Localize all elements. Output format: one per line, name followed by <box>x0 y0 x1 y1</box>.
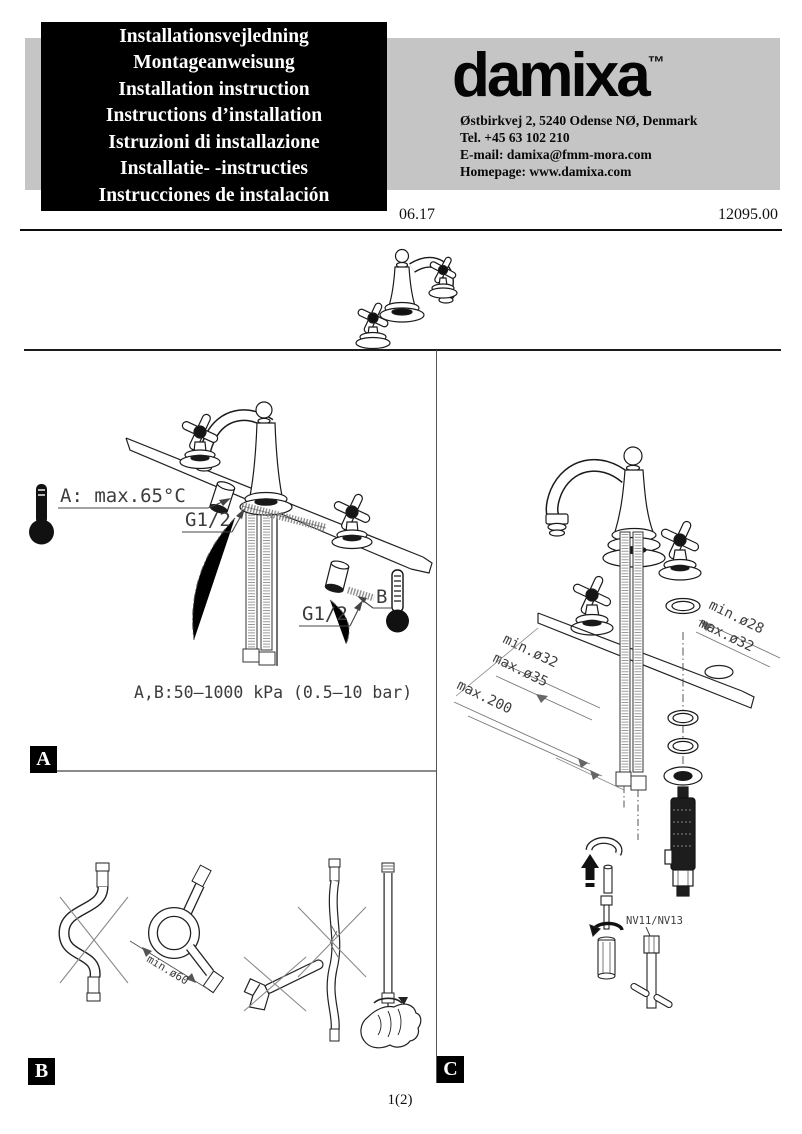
braided-hoses <box>615 531 647 840</box>
document-number: 12095.00 <box>718 206 778 223</box>
brand: damixa™ <box>452 40 665 111</box>
dimension-annotations: min.ø28 max.ø32 min.ø32 max.ø35 max.200 <box>453 597 781 791</box>
title-line-it: Istruzioni di installazione <box>108 131 320 153</box>
bracket-and-tools: NV11/NV13 <box>581 836 683 1009</box>
address-line: Homepage: www.damixa.com <box>460 164 632 179</box>
product-faucet-drawing <box>355 248 458 350</box>
title-line-fr: Instructions d’installation <box>105 105 323 127</box>
section-c-drawing: NV11/NV13 min.ø28 max.ø32 min.ø32 max.ø3… <box>453 446 781 1009</box>
hot-thermometer-icon <box>29 484 54 545</box>
hot-temp-label: A: max.65°C <box>60 485 186 507</box>
address-line: E-mail: damixa@fmm-mora.com <box>460 147 652 162</box>
spout-exploded <box>545 446 666 594</box>
g12-hot-label: G1/2 <box>185 509 231 531</box>
title-line-de: Montageanweisung <box>133 52 295 74</box>
pressure-range-label: A,B:50–1000 kPa (0.5–10 bar) <box>134 683 412 702</box>
section-a-labels: A: max.65°C G1/2 G1/2 B A,B:50–1000 kPa … <box>58 485 412 702</box>
header-rule <box>20 229 782 232</box>
cold-thermometer-icon <box>386 569 409 633</box>
insert-direction-arrow-icon <box>581 854 599 880</box>
wrench-size-label: NV11/NV13 <box>626 915 683 927</box>
stud-screw <box>589 895 624 980</box>
cold-point-label: B <box>376 586 387 608</box>
cold-handle <box>324 493 376 602</box>
address-line: Tel. +45 63 102 210 <box>460 130 570 145</box>
title-line-nl: Installatie- -instructies <box>120 158 308 180</box>
section-b-badge: B <box>28 1058 55 1085</box>
address-block: Østbirkvej 2, 5240 Odense NØ, Denmark Te… <box>460 112 697 180</box>
washers-and-valve <box>663 709 703 897</box>
revision-date: 06.17 <box>399 206 435 223</box>
handle-left-exploded <box>570 575 614 636</box>
title-line-da: Installationsvejledning <box>119 25 309 47</box>
cross-out-icon <box>59 896 129 984</box>
g12-cold-label: G1/2 <box>302 603 348 625</box>
section-divider-vertical <box>436 350 438 1083</box>
product-image <box>355 248 458 350</box>
section-c-badge: C <box>437 1056 464 1083</box>
hand-tighten <box>360 862 422 1049</box>
hose-twist-forbidden <box>297 858 367 1042</box>
title-line-en: Installation instruction <box>118 78 310 100</box>
section-divider-horizontal <box>24 349 781 351</box>
section-a-badge: A <box>30 746 57 773</box>
title-line-es: Instrucciones de instalación <box>98 184 330 206</box>
address-line: Østbirkvej 2, 5240 Odense NØ, Denmark <box>460 113 698 128</box>
page-number: 1(2) <box>387 1092 413 1108</box>
section-b-drawing: min.ø60 <box>58 858 422 1049</box>
depth-max-label: max.200 <box>454 677 514 717</box>
hose-kink-forbidden <box>58 862 129 1002</box>
trademark-symbol: ™ <box>647 53 665 72</box>
damixa-logo: damixa <box>452 41 651 110</box>
title-block: Installationsvejledning Montageanweisung… <box>41 22 387 211</box>
hose-loop-min-bend: min.ø60 <box>129 864 225 994</box>
handle-right-exploded <box>658 520 702 615</box>
section-a-underline <box>57 770 436 772</box>
flex-hoses <box>192 495 350 666</box>
wrench-forbidden <box>243 956 324 1012</box>
socket-wrench-tool <box>630 926 673 1009</box>
section-a-drawing: A: max.65°C G1/2 G1/2 B A,B:50–1000 kPa … <box>29 401 433 702</box>
